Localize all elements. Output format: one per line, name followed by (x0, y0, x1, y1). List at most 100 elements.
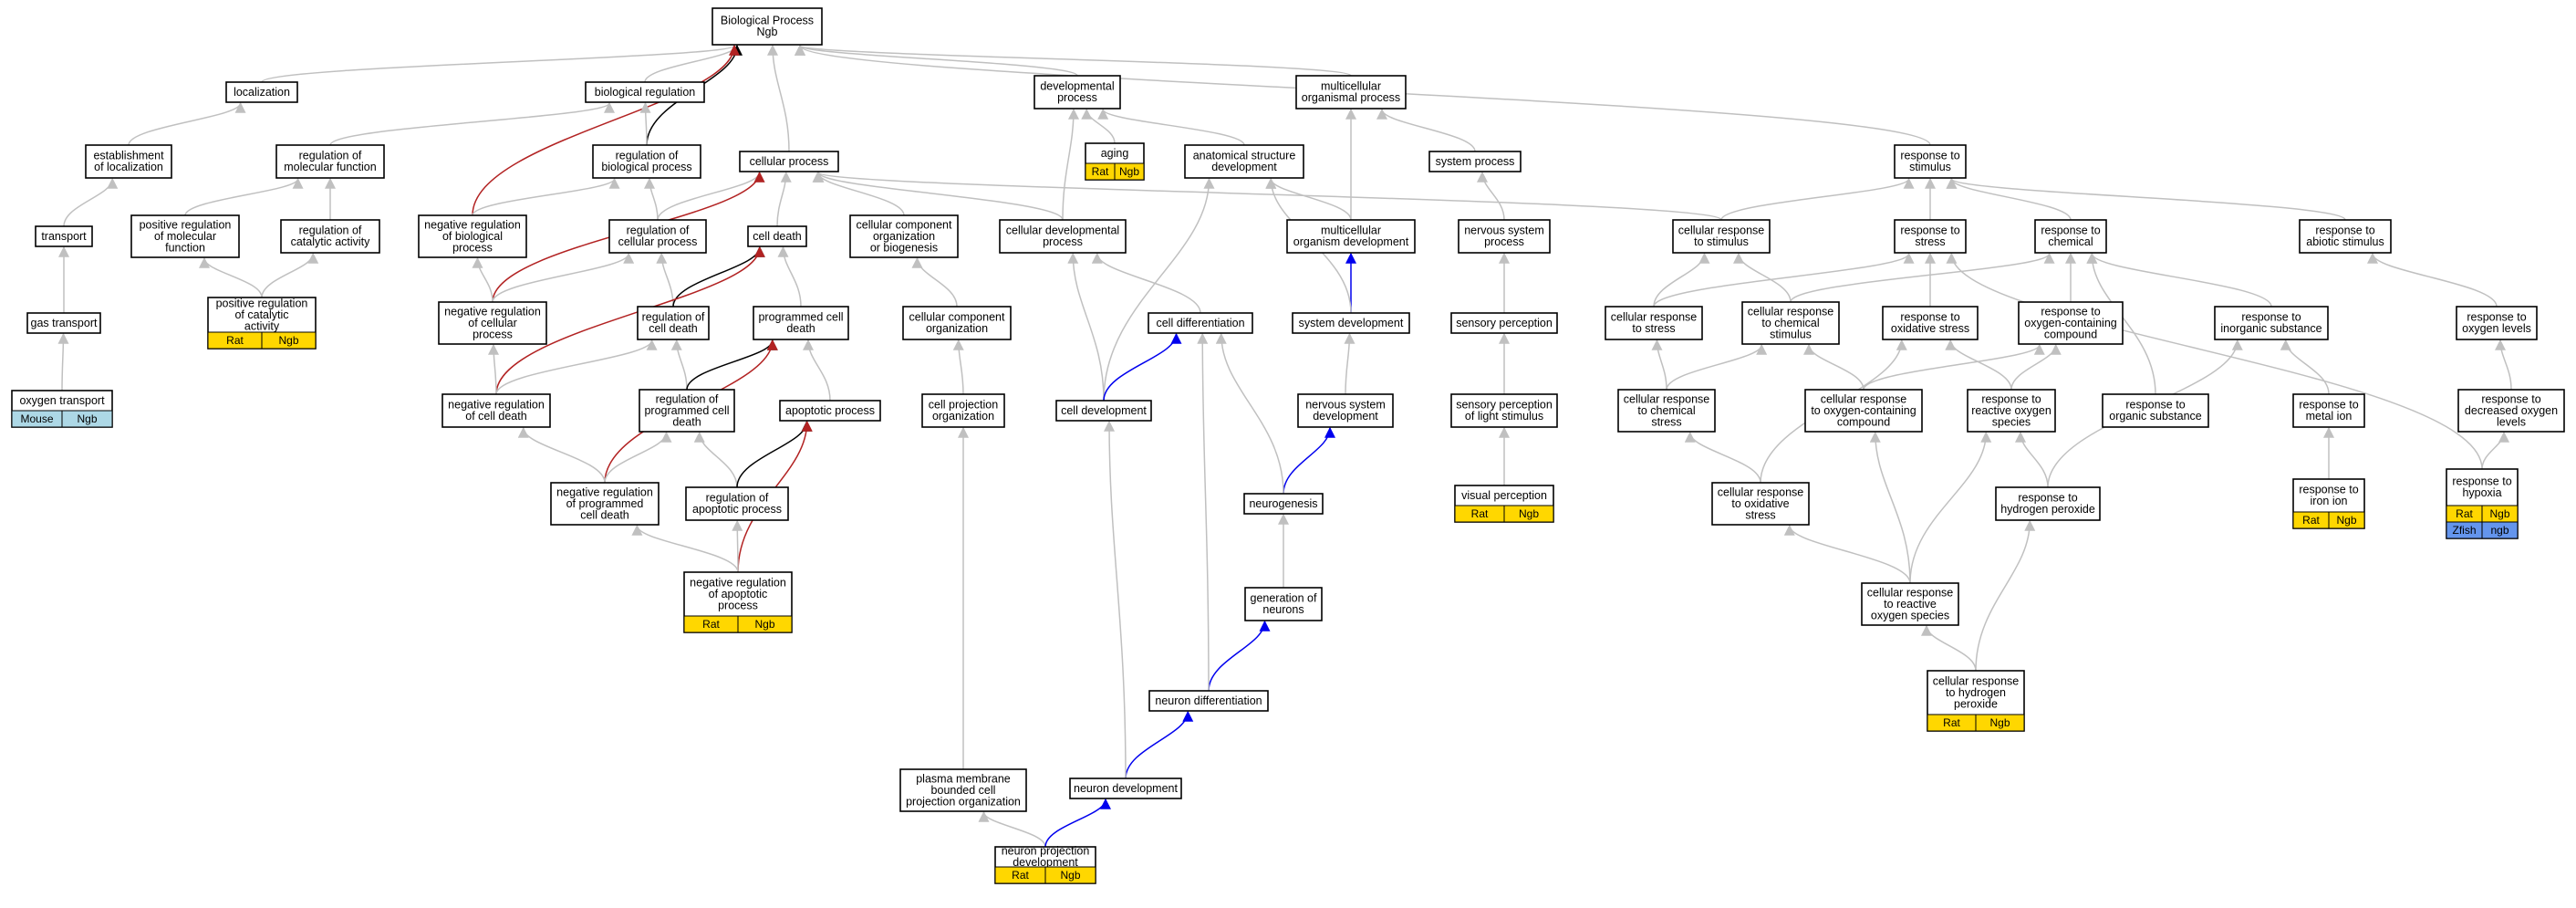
go-term-box (1450, 393, 1558, 428)
go-term-label: response to (2481, 392, 2540, 405)
annotation-tag-label: Rat (1943, 716, 1960, 729)
go-term-label: nervous system (1305, 399, 1386, 412)
go-term-apop[interactable]: apoptotic process (779, 400, 881, 422)
go-term-sysp[interactable]: system process (1428, 151, 1522, 172)
go-term-neurdev[interactable]: neuron development (1069, 778, 1182, 799)
go-term-sensp[interactable]: sensory perception (1450, 312, 1558, 334)
go-term-label: response to (2452, 475, 2511, 488)
edge-negregcp-to-negregbp (472, 256, 493, 303)
go-term-neurogenesis[interactable]: neurogenesis (1243, 493, 1324, 515)
edge-regbp-to-breg (639, 101, 651, 146)
go-term-neurdiff[interactable]: neuron differentiation (1148, 690, 1269, 712)
go-term-label: oxygen levels (2462, 322, 2531, 335)
go-term-label: cell death (580, 508, 629, 521)
go-term-label: of molecular (154, 230, 216, 243)
go-term-label: regulation of (627, 224, 690, 237)
go-term-sysdev[interactable]: system development (1292, 312, 1410, 334)
go-term-celldeath[interactable]: cell death (747, 225, 807, 247)
go-term-label: to chemical (1637, 404, 1695, 417)
go-term-label: establishment (93, 150, 164, 162)
go-term-label: neuron differentiation (1155, 694, 1262, 707)
go-term-cellp[interactable]: cellular process (739, 151, 839, 172)
go-term-box (779, 400, 881, 422)
go-term-transport[interactable]: transport (35, 225, 93, 247)
annotation-tag-label: Ngb (77, 412, 97, 425)
go-term-loc[interactable]: localization (225, 81, 298, 103)
go-term-label: plasma membrane (916, 772, 1011, 785)
go-term-box (550, 482, 660, 526)
go-term-breg[interactable]: biological regulation (585, 81, 705, 103)
go-term-label: negative regulation (556, 485, 653, 498)
edge-neurdiff-to-celldiff (1197, 332, 1210, 692)
go-term-celldev[interactable]: cell development (1055, 400, 1152, 422)
go-term-box (1882, 306, 1979, 340)
go-term-label: process (1057, 91, 1097, 104)
go-term-label: cellular response (1678, 224, 1765, 237)
edge-npd-to-pmbcpo (978, 810, 1046, 848)
go-term-gastransport[interactable]: gas transport (26, 312, 101, 334)
go-term-box (753, 306, 849, 340)
go-term-label: Biological Process (721, 15, 814, 27)
go-term-celldiff[interactable]: cell differentiation (1148, 312, 1253, 334)
go-term-box (1967, 389, 2056, 433)
go-term-label: biological regulation (595, 86, 696, 99)
